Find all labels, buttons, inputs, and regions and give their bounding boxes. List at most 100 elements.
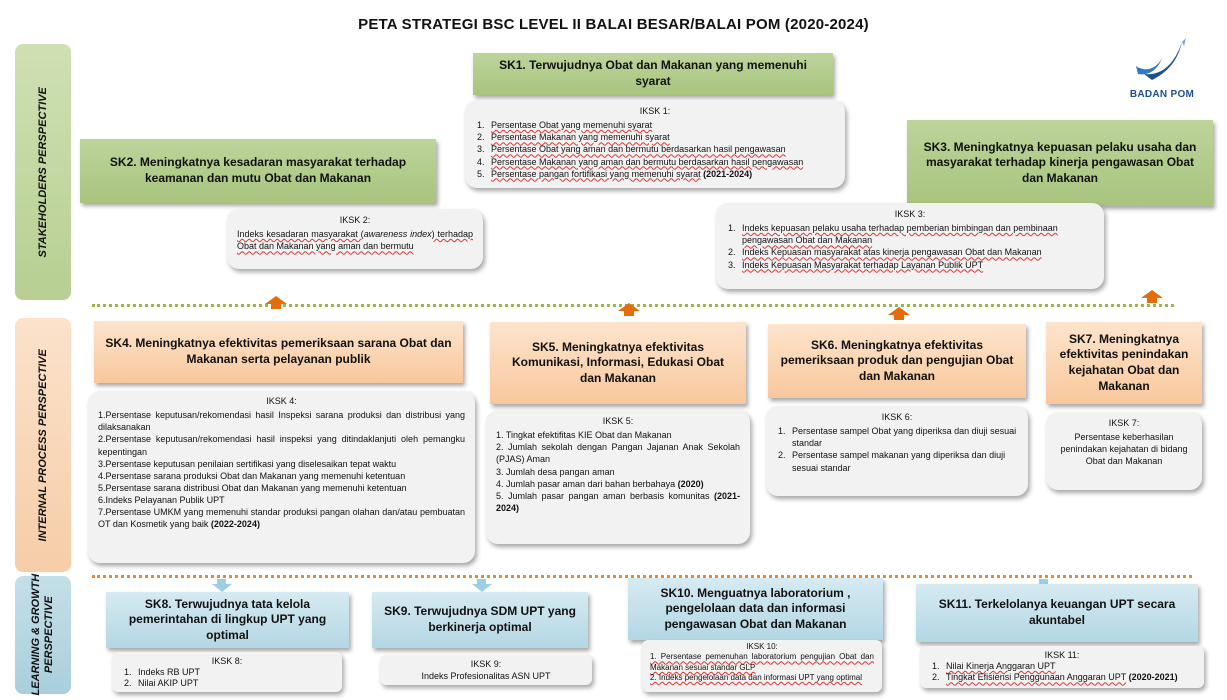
- iksk8-item: Nilai AKIP UPT: [134, 678, 332, 689]
- iksk6-list: Persentase sampel Obat yang diperiksa da…: [788, 425, 1018, 474]
- stakeholders-perspective-text: STAKEHOLDERS PERSPECTIVE: [36, 86, 49, 258]
- iksk5-item: 4. Jumlah pasar aman dari bahan berbahay…: [496, 478, 740, 490]
- iksk2-text-italic: awareness index: [363, 229, 432, 240]
- arrow-up-icon: [1141, 290, 1163, 303]
- iksk5-item: 2. Jumlah sekolah dengan Pangan Jajanan …: [496, 442, 740, 465]
- sk8-box: SK8. Terwujudnya tata kelola pemerintaha…: [106, 592, 349, 648]
- sk5-box: SK5. Meningkatnya efektivitas Komunikasi…: [490, 322, 746, 404]
- iksk5-item-text: 4. Jumlah pasar aman dari bahan berbahay…: [496, 478, 676, 489]
- iksk5-item-period: (2021-2024): [496, 490, 740, 513]
- learning-growth-line2: PERSPECTIVE: [43, 596, 56, 674]
- iksk7-title: IKSK 7:: [1108, 418, 1140, 428]
- iksk2-text-b: ) terhadap Obat dan Makanan yang aman da…: [237, 229, 474, 252]
- arrow-down-icon: [212, 579, 232, 592]
- sk4-box: SK4. Meningkatnya efektivitas pemeriksaa…: [94, 321, 463, 383]
- iksk11-title: IKSK 11:: [1044, 650, 1080, 660]
- iksk5-item: 3. Jumlah desa pangan aman: [496, 466, 615, 477]
- arrow-up-icon: [265, 296, 287, 309]
- iksk1-list: Persentase Obat yang memenuhi syarat Per…: [487, 119, 835, 180]
- iksk4-item-text: 7.Persentase UMKM yang memenuhi standar …: [98, 507, 465, 530]
- iksk11-box: IKSK 11: Nilai Kinerja Anggaran UPT Ting…: [920, 646, 1204, 688]
- iksk11-item: Nilai Kinerja Anggaran UPT: [942, 661, 1194, 672]
- iksk4-item: 6.Indeks Pelayanan Publik UPT: [98, 495, 225, 506]
- iksk4-item: 5.Persentase sarana distribusi Obat dan …: [98, 482, 407, 493]
- arrow-up-icon: [888, 307, 910, 320]
- iksk2-text-a: Indeks kesadaran masyarakat (: [237, 229, 364, 240]
- iksk1-item: Persentase Makanan yang memenuhi syarat: [487, 131, 835, 143]
- iksk7-text: Persentase keberhasilan penindakan kejah…: [1060, 432, 1188, 467]
- arrow-up-icon: [618, 303, 640, 316]
- iksk2-text: Indeks kesadaran masyarakat (awareness i…: [237, 228, 473, 252]
- iksk9-text: Indeks Profesionalitas ASN UPT: [421, 671, 551, 682]
- learning-growth-perspective-text: LEARNING & GROWTH PERSPECTIVE: [30, 574, 55, 696]
- iksk8-title: IKSK 8:: [211, 656, 243, 666]
- iksk2-title: IKSK 2:: [339, 215, 371, 225]
- sk6-box: SK6. Meningkatnya efektivitas pemeriksaa…: [768, 324, 1026, 398]
- iksk3-list: Indeks kepuasan pelaku usaha terhadap pe…: [738, 222, 1094, 271]
- iksk10-item: 1. Persentase pemenuhan laboratorium pen…: [650, 652, 874, 672]
- iksk3-box: IKSK 3: Indeks kepuasan pelaku usaha ter…: [716, 203, 1104, 289]
- iksk11-item: Tingkat Efisiensi Penggunaan Anggaran UP…: [942, 672, 1194, 683]
- iksk4-title: IKSK 4:: [266, 396, 297, 406]
- iksk10-item: 2. Indeks pengelolaan data dan informasi…: [650, 673, 862, 683]
- sk2-box: SK2. Meningkatnya kesadaran masyarakat t…: [80, 139, 436, 203]
- iksk2-box: IKSK 2: Indeks kesadaran masyarakat (awa…: [227, 209, 483, 269]
- iksk7-box: IKSK 7: Persentase keberhasilan penindak…: [1046, 412, 1202, 490]
- sk3-box: SK3. Meningkatnya kepuasan pelaku usaha …: [907, 120, 1213, 206]
- learning-growth-line1: LEARNING & GROWTH: [30, 574, 43, 696]
- badan-pom-logo: BADAN POM: [1122, 36, 1202, 100]
- logo-text: BADAN POM: [1129, 89, 1195, 100]
- iksk4-item: 7.Persentase UMKM yang memenuhi standar …: [98, 506, 465, 530]
- iksk3-item: Indeks Kepuasan masyarakat atas kinerja …: [738, 246, 1094, 258]
- iksk11-item-text: Tingkat Efisiensi Penggunaan Anggaran UP…: [946, 672, 1127, 683]
- iksk11-item-period: (2020-2021): [1128, 672, 1178, 683]
- arrow-down-icon: [472, 579, 492, 592]
- iksk1-title: IKSK 1:: [639, 106, 671, 116]
- iksk9-box: IKSK 9: Indeks Profesionalitas ASN UPT: [380, 655, 592, 685]
- iksk1-item: Persentase Makanan yang aman dan bermutu…: [487, 156, 835, 168]
- iksk1-item: Persentase pangan fortifikasi yang memen…: [487, 168, 835, 180]
- badan-pom-swoosh-icon: [1136, 38, 1186, 80]
- iksk6-box: IKSK 6: Persentase sampel Obat yang dipe…: [766, 406, 1028, 496]
- iksk5-item-period: (2020): [677, 478, 704, 489]
- internal-process-perspective-label: INTERNAL PROCESS PERSPECTIVE: [15, 318, 71, 572]
- sk11-box: SK11. Terkelolanya keuangan UPT secara a…: [916, 584, 1198, 642]
- sk1-box: SK1. Terwujudnya Obat dan Makanan yang m…: [473, 53, 833, 95]
- iksk3-item: Indeks kepuasan pelaku usaha terhadap pe…: [738, 222, 1094, 246]
- iksk9-title: IKSK 9:: [470, 659, 502, 669]
- iksk8-item: Indeks RB UPT: [134, 667, 332, 678]
- iksk10-title: IKSK 10:: [746, 642, 778, 651]
- iksk5-box: IKSK 5: 1. Tingkat efektifitas KIE Obat …: [486, 410, 750, 544]
- iksk6-item: Persentase sampel Obat yang diperiksa da…: [788, 425, 1018, 449]
- iksk3-item: Indeks Kepuasan Masyarakat terhadap Laya…: [738, 259, 1094, 271]
- iksk6-item: Persentase sampel makanan yang diperiksa…: [788, 449, 1018, 473]
- iksk1-item-period: (2021-2024): [703, 168, 753, 179]
- iksk4-item: 4.Persentase sarana produksi Obat dan Ma…: [98, 470, 406, 481]
- iksk4-box: IKSK 4: 1.Persentase keputusan/rekomenda…: [88, 391, 475, 563]
- learning-growth-perspective-label: LEARNING & GROWTH PERSPECTIVE: [15, 574, 71, 696]
- iksk8-list: Indeks RB UPT Nilai AKIP UPT: [134, 667, 332, 690]
- page-title: PETA STRATEGI BSC LEVEL II BALAI BESAR/B…: [358, 16, 869, 33]
- iksk5-item-text: 5. Jumlah pasar pangan aman berbasis kom…: [496, 490, 710, 501]
- internal-process-perspective-text: INTERNAL PROCESS PERSPECTIVE: [36, 348, 49, 542]
- iksk1-item-text: Persentase pangan fortifikasi yang memen…: [491, 168, 701, 179]
- iksk10-box: IKSK 10: 1. Persentase pemenuhan laborat…: [642, 640, 882, 692]
- sk9-box: SK9. Terwujudnya SDM UPT yang berkinerja…: [372, 592, 588, 648]
- iksk1-item: Persentase Obat yang aman dan bermutu be…: [487, 143, 835, 155]
- iksk5-item: 5. Jumlah pasar pangan aman berbasis kom…: [496, 490, 740, 514]
- iksk5-item: 1. Tingkat efektifitas KIE Obat dan Maka…: [496, 430, 672, 441]
- iksk4-item: 3.Persentase keputusan penilaian sertifi…: [98, 458, 397, 469]
- sk10-box: SK10. Menguatnya laboratorium , pengelol…: [628, 578, 883, 640]
- iksk1-box: IKSK 1: Persentase Obat yang memenuhi sy…: [465, 100, 845, 188]
- iksk4-item: 1.Persentase keputusan/rekomendasi hasil…: [98, 410, 465, 433]
- stakeholders-perspective-label: STAKEHOLDERS PERSPECTIVE: [15, 44, 71, 300]
- iksk4-item: 2.Persentase keputusan/rekomendasi hasil…: [98, 434, 465, 457]
- iksk11-list: Nilai Kinerja Anggaran UPT Tingkat Efisi…: [942, 661, 1194, 684]
- iksk3-title: IKSK 3:: [894, 209, 926, 219]
- iksk1-item: Persentase Obat yang memenuhi syarat: [487, 119, 835, 131]
- iksk4-item-period: (2022-2024): [210, 519, 260, 530]
- iksk5-title: IKSK 5:: [602, 416, 634, 426]
- iksk8-box: IKSK 8: Indeks RB UPT Nilai AKIP UPT: [112, 652, 342, 692]
- sk7-box: SK7. Meningkatnya efektivitas penindakan…: [1046, 322, 1202, 404]
- internal-divider: [92, 575, 1192, 578]
